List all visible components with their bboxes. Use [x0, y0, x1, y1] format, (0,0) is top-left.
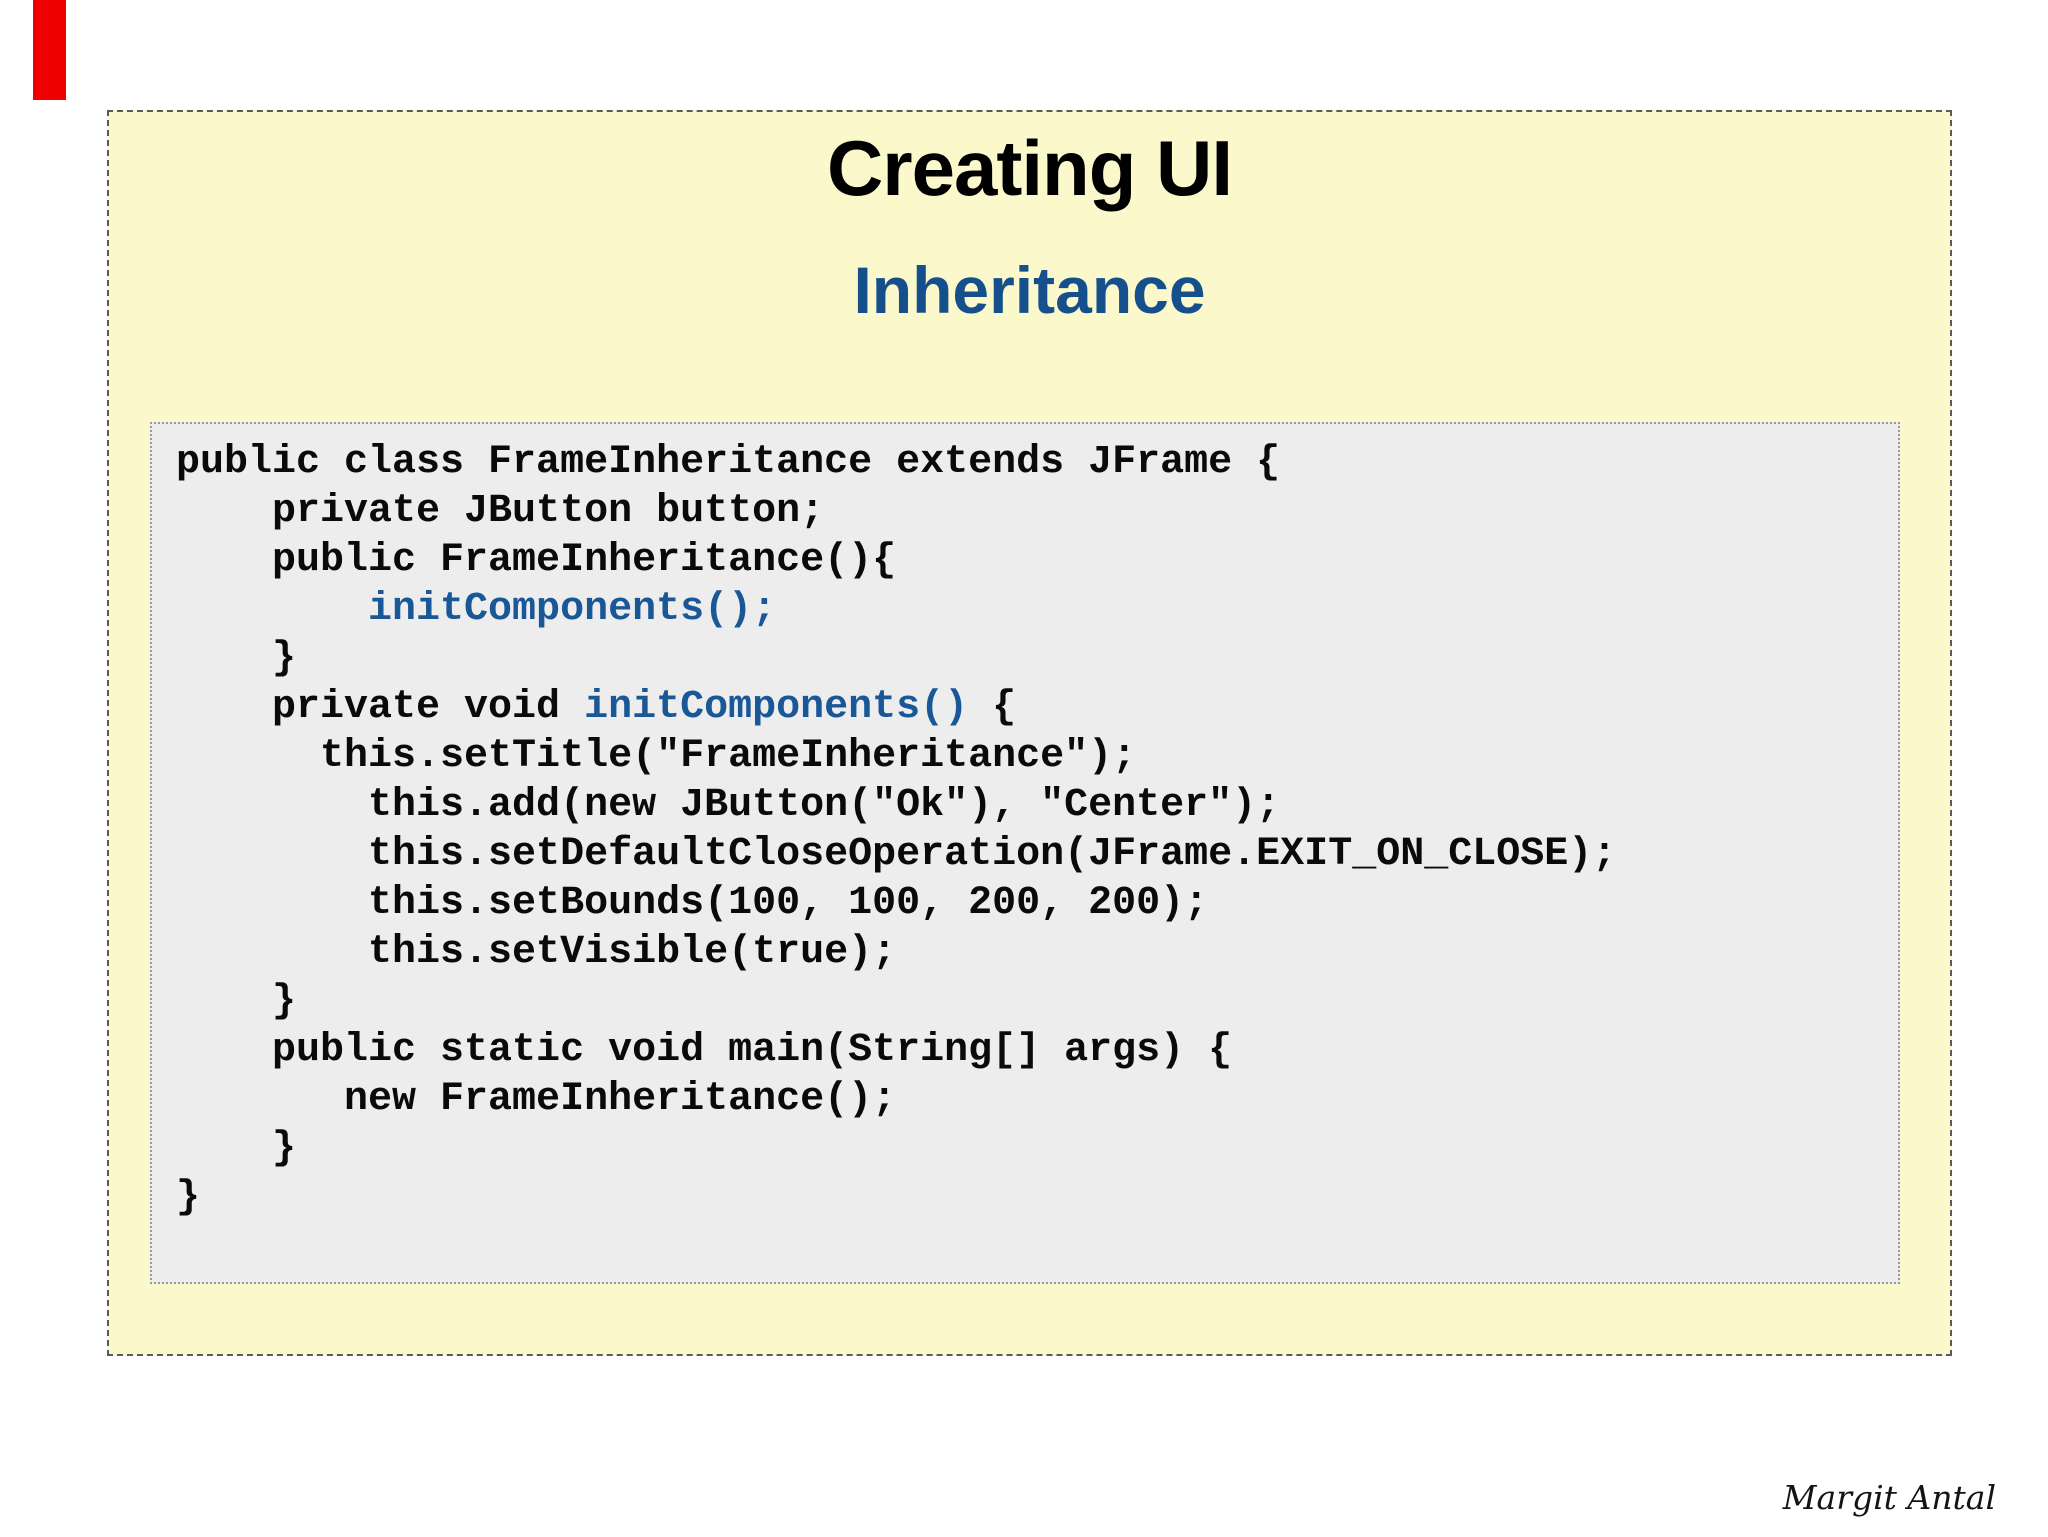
code-segment: }: [176, 1175, 201, 1220]
code-line: }: [176, 634, 1898, 683]
code-segment: }: [176, 636, 297, 681]
code-segment: this.setTitle("FrameInheritance");: [176, 734, 1137, 779]
code-segment: private void: [176, 685, 585, 730]
code-line: public static void main(String[] args) {: [176, 1026, 1898, 1075]
code-line: }: [176, 977, 1898, 1026]
code-segment: public class FrameInheritance extends JF…: [176, 440, 1281, 485]
signature-author: Margit Antal: [1782, 1478, 1996, 1517]
code-line: initComponents();: [176, 585, 1898, 634]
code-segment-highlight: initComponents(): [584, 685, 969, 730]
code-segment: public static void main(String[] args) {: [176, 1028, 1233, 1073]
slide-subtitle: Inheritance: [853, 253, 1206, 327]
code-segment: [176, 587, 368, 632]
slide-title: Creating UI: [826, 124, 1233, 212]
code-segment: this.setVisible(true);: [176, 930, 897, 975]
code-segment-highlight: initComponents();: [368, 587, 777, 632]
code-segment: this.setDefaultCloseOperation(JFrame.EXI…: [176, 832, 1617, 877]
code-block: public class FrameInheritance extends JF…: [150, 422, 1900, 1284]
code-line: public class FrameInheritance extends JF…: [176, 438, 1898, 487]
code-line: }: [176, 1124, 1898, 1173]
code-line: this.setTitle("FrameInheritance");: [176, 732, 1898, 781]
code-line: this.setBounds(100, 100, 200, 200);: [176, 879, 1898, 928]
code-line: this.setVisible(true);: [176, 928, 1898, 977]
code-line: }: [176, 1173, 1898, 1222]
code-segment: this.setBounds(100, 100, 200, 200);: [176, 881, 1209, 926]
code-segment: {: [968, 685, 1017, 730]
code-segment: this.add(new JButton("Ok"), "Center");: [176, 783, 1281, 828]
code-segment: new FrameInheritance();: [176, 1077, 897, 1122]
code-segment: public FrameInheritance(){: [176, 538, 897, 583]
code-segment: private JButton button;: [176, 489, 825, 534]
code-line: this.setDefaultCloseOperation(JFrame.EXI…: [176, 830, 1898, 879]
code-segment: }: [176, 1126, 297, 1171]
code-line: private void initComponents() {: [176, 683, 1898, 732]
code-line: private JButton button;: [176, 487, 1898, 536]
code-line: this.add(new JButton("Ok"), "Center");: [176, 781, 1898, 830]
red-marker: [33, 0, 66, 100]
code-line: public FrameInheritance(){: [176, 536, 1898, 585]
code-line: new FrameInheritance();: [176, 1075, 1898, 1124]
code-segment: }: [176, 979, 297, 1024]
slide: Creating UI Inheritance public class Fra…: [107, 110, 1952, 1356]
